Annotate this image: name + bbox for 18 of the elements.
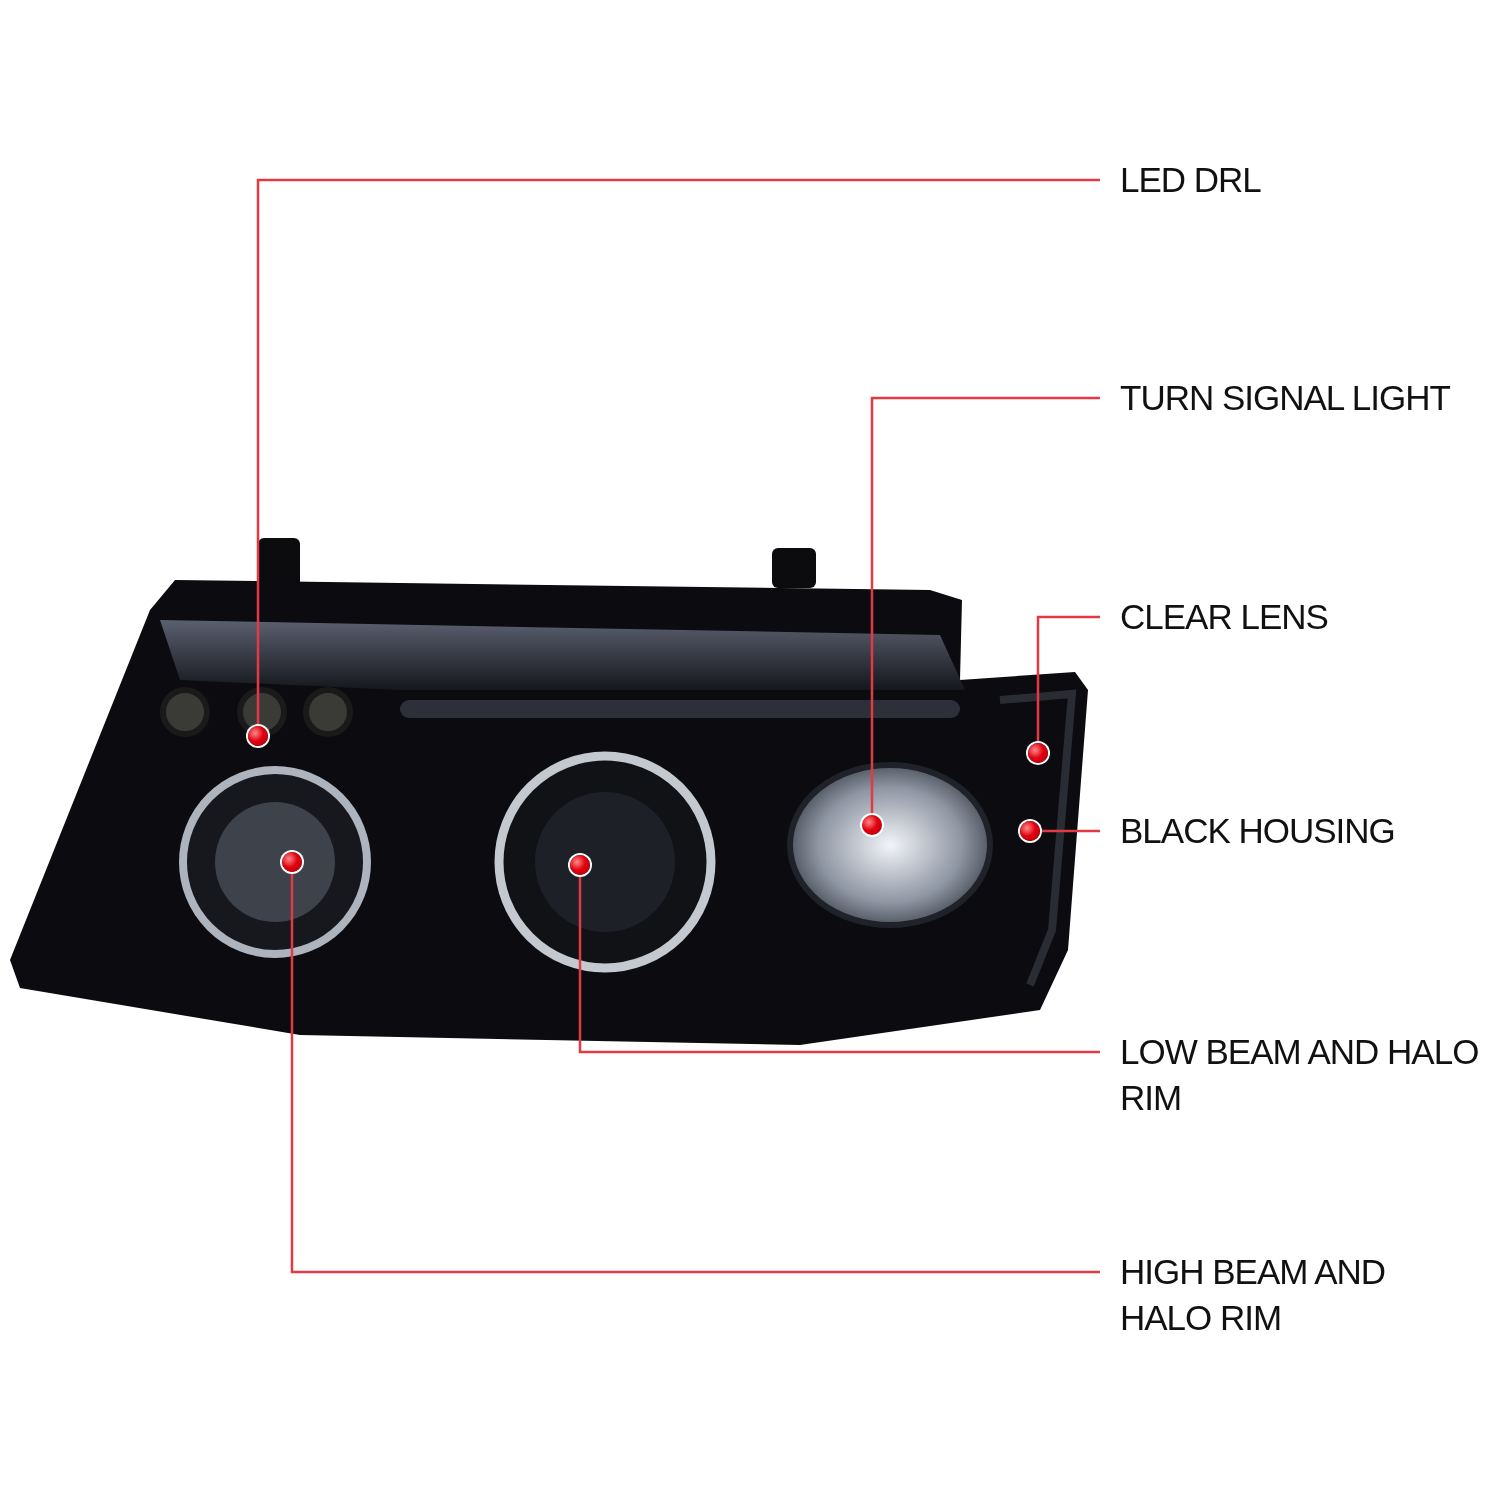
leader-line: [256, 178, 1100, 726]
leader-line: [1036, 615, 1100, 743]
callout-label: TURN SIGNAL LIGHT: [1100, 375, 1480, 421]
callout-dot: [1020, 821, 1040, 841]
leader-line: [578, 875, 1100, 1054]
callout-label: CLEAR LENS: [1100, 594, 1480, 640]
callout-dot: [570, 855, 590, 875]
callout-dot: [248, 726, 268, 746]
callout-dot: [1028, 743, 1048, 763]
leader-line: [1040, 829, 1100, 833]
callout-dot: [282, 852, 302, 872]
leader-line: [290, 872, 1100, 1274]
callout-label: BLACK HOUSING: [1100, 808, 1480, 854]
callout-label: LED DRL: [1100, 157, 1480, 203]
callout-label: HIGH BEAM AND HALO RIM: [1100, 1249, 1480, 1341]
leader-line: [870, 396, 1100, 815]
callout-dot: [862, 815, 882, 835]
callout-label: LOW BEAM AND HALO RIM: [1100, 1029, 1480, 1121]
